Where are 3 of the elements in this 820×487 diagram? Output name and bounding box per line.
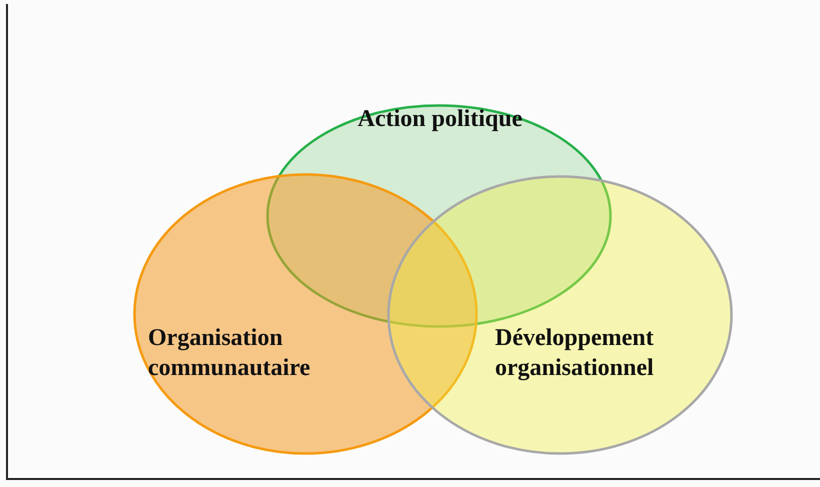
circle-label: Développement organisationnel (495, 324, 655, 383)
circle-label: Organisation communautaire (148, 324, 312, 383)
circle-label: Action politique (356, 105, 524, 134)
